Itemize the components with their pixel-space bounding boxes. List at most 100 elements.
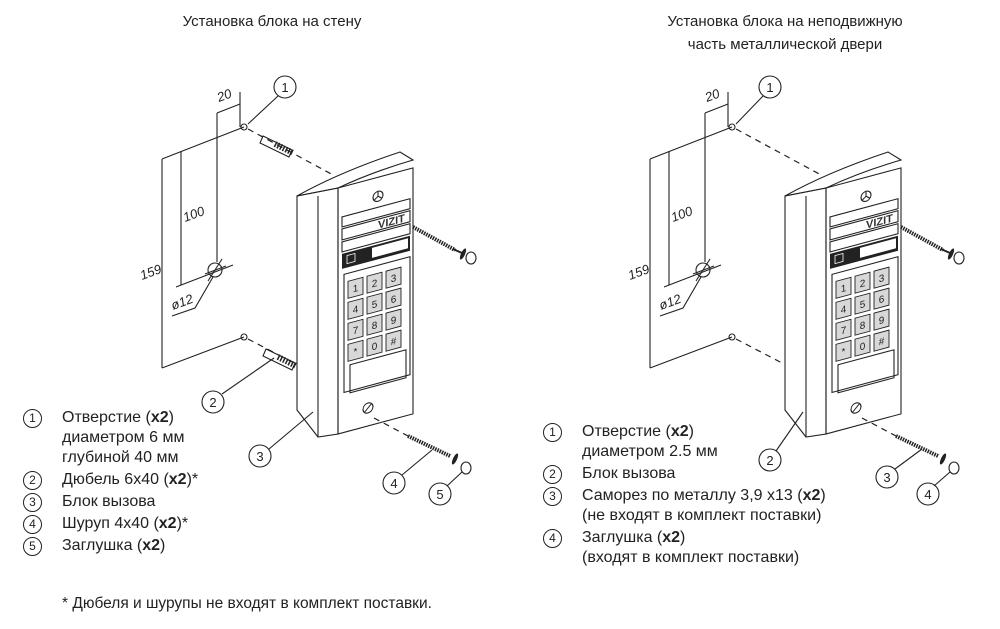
keypad-key — [347, 318, 364, 341]
dim-20: 20 — [702, 86, 722, 106]
keypad-key — [385, 266, 402, 289]
keypad-key-label: * — [354, 346, 358, 358]
keypad-key — [835, 297, 852, 320]
callout-3: 3 — [256, 449, 263, 464]
keypad-key-label: 5 — [860, 299, 866, 311]
dim-159: 159 — [138, 261, 164, 283]
legend-number: 5 — [23, 537, 42, 556]
keypad-key-label: 1 — [841, 283, 847, 295]
left-drawing: VIZIT 20 100 159 ø12 1 2 3 4 5 — [138, 75, 478, 506]
keypad-key — [366, 313, 383, 336]
callout-4: 4 — [390, 476, 397, 491]
keypad-key-label: 7 — [841, 325, 847, 337]
legend-item: 4 Заглушка (x2)(входят в комплект поставк… — [543, 528, 826, 568]
keypad-key — [385, 308, 402, 331]
legend-item: 3 Саморез по металлу 3,9 x13 (x2)(не вход… — [543, 486, 826, 526]
callout-4: 4 — [924, 487, 931, 502]
legend-text: Саморез по металлу 3,9 x13 (x2)(не входя… — [582, 487, 826, 524]
legend-text: Отверстие (x2)диаметром 2.5 мм — [582, 423, 718, 460]
keypad-key — [385, 329, 402, 352]
dowel-bottom — [262, 348, 298, 371]
keypad-key-label: 9 — [879, 315, 885, 327]
keypad-key — [366, 271, 383, 294]
keypad-key — [835, 318, 852, 341]
keypad-key-label: 8 — [372, 320, 378, 332]
callout-2: 2 — [209, 395, 216, 410]
dim-100: 100 — [669, 203, 695, 225]
keypad-key-label: 0 — [860, 341, 866, 353]
keypad-key-label: 4 — [353, 304, 359, 316]
keypad-key-label: # — [879, 336, 885, 348]
keypad-key-label: 5 — [372, 299, 378, 311]
keypad-key-label: 1 — [353, 283, 359, 295]
footnote: * Дюбеля и шурупы не входят в комплект п… — [62, 595, 432, 612]
legend-item: 2 Блок вызова — [543, 464, 826, 484]
keypad-key — [854, 334, 871, 357]
keypad-key — [854, 313, 871, 336]
dim-100: 100 — [181, 203, 207, 225]
keypad-key-label: 7 — [353, 325, 359, 337]
legend-text: Блок вызова — [62, 493, 156, 510]
keypad-key — [385, 287, 402, 310]
dim-20: 20 — [214, 86, 234, 106]
dim-159: 159 — [626, 261, 652, 283]
keypad-key — [366, 292, 383, 315]
keypad-key — [835, 276, 852, 299]
keypad-key-label: 6 — [391, 294, 397, 306]
callout-3: 3 — [883, 470, 890, 485]
keypad-key-label: 3 — [391, 273, 397, 285]
right-drawing: VIZIT 20 100 159 ø12 1 2 3 4 — [626, 75, 966, 506]
callout-2: 2 — [766, 453, 773, 468]
callout-1: 1 — [766, 80, 773, 95]
keypad-key-label: 6 — [879, 294, 885, 306]
legend-item: 3 Блок вызова — [23, 492, 198, 512]
dowel-top — [259, 135, 295, 158]
keypad-key-label: # — [391, 336, 397, 348]
keypad-key-label: 2 — [860, 278, 866, 290]
legend-text: Блок вызова — [582, 465, 676, 482]
keypad-key-label: * — [842, 346, 846, 358]
keypad-key — [347, 276, 364, 299]
legend-text: Заглушка (x2)(входят в комплект поставки… — [582, 529, 800, 566]
keypad-key — [873, 308, 890, 331]
dim-diameter: ø12 — [169, 291, 196, 313]
keypad-key — [873, 287, 890, 310]
callout-1: 1 — [281, 80, 288, 95]
left-title: Установка блока на стену — [182, 13, 362, 30]
legend-number: 1 — [543, 423, 562, 442]
keypad-key — [873, 329, 890, 352]
keypad-key — [347, 339, 364, 362]
keypad-key — [854, 292, 871, 315]
right-title: Установка блока на неподвижную часть мет… — [610, 10, 960, 56]
keypad-key — [873, 266, 890, 289]
legend-number: 4 — [543, 529, 562, 548]
legend-number: 2 — [543, 465, 562, 484]
right-title-line1: Установка блока на неподвижную — [667, 13, 903, 30]
keypad-key-label: 8 — [860, 320, 866, 332]
legend-number: 4 — [23, 515, 42, 534]
legend-number: 3 — [543, 487, 562, 506]
right-title-line2: часть металлической двери — [687, 36, 883, 53]
keypad-key-label: 9 — [391, 315, 397, 327]
legend-item: 1 Отверстие (x2)диаметром 2.5 мм — [543, 422, 826, 462]
callout-5: 5 — [436, 487, 443, 502]
keypad-key-label: 2 — [372, 278, 378, 290]
keypad-key — [854, 271, 871, 294]
keypad-key-label: 3 — [879, 273, 885, 285]
keypad-key — [347, 297, 364, 320]
legend-number: 1 — [23, 409, 42, 428]
keypad-key — [366, 334, 383, 357]
legend-text: Дюбель 6x40 (x2)* — [62, 471, 199, 488]
legend-number: 3 — [23, 493, 42, 512]
